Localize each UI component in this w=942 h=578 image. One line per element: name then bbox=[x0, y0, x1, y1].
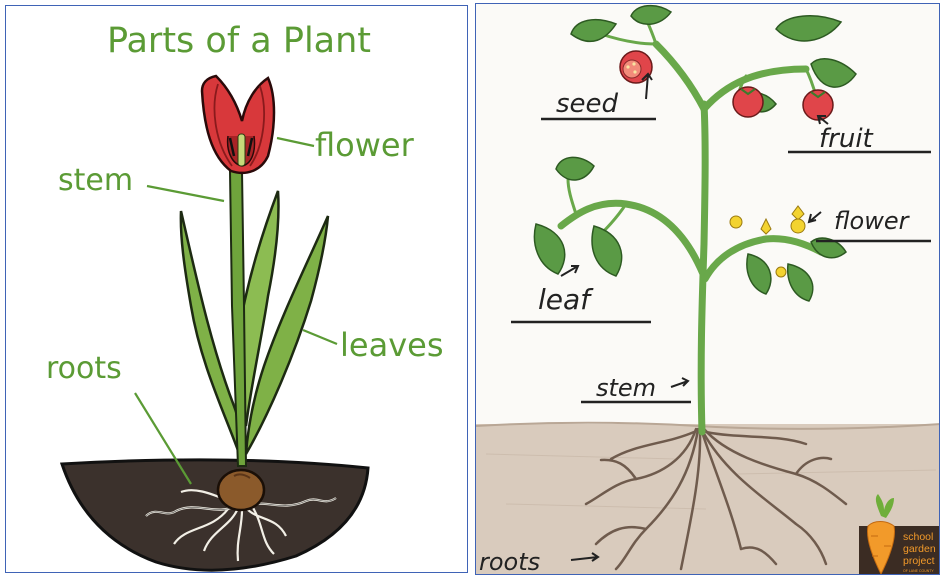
tulip-diagram-panel: Parts of a Plant bbox=[5, 5, 468, 573]
logo-line4: OF LANE COUNTY bbox=[903, 569, 934, 573]
label-roots-right: roots bbox=[479, 548, 540, 575]
label-leaf: leaf bbox=[538, 283, 594, 316]
label-flower: flower bbox=[315, 126, 415, 164]
label-flower-right: flower bbox=[834, 207, 911, 235]
diagram-title: Parts of a Plant bbox=[107, 21, 371, 61]
logo-line2: garden bbox=[903, 543, 936, 555]
logo-line3: project bbox=[903, 555, 935, 567]
tulip-flower bbox=[202, 76, 274, 173]
label-stem: stem bbox=[58, 163, 133, 198]
logo-line1: school bbox=[903, 531, 933, 543]
label-leaves: leaves bbox=[340, 326, 443, 364]
label-seed: seed bbox=[556, 89, 619, 119]
label-stem-right: stem bbox=[596, 374, 656, 402]
tomato-illustration: seed fruit flower leaf stem roots school… bbox=[476, 4, 940, 575]
label-roots: roots bbox=[46, 351, 122, 386]
tulip-bulb bbox=[218, 470, 264, 510]
tomato-diagram-panel: seed fruit flower leaf stem roots school… bbox=[475, 3, 940, 575]
tulip-illustration: Parts of a Plant bbox=[6, 6, 468, 573]
label-fruit: fruit bbox=[819, 124, 874, 154]
leaf bbox=[571, 20, 616, 42]
soil-mound bbox=[62, 460, 368, 570]
